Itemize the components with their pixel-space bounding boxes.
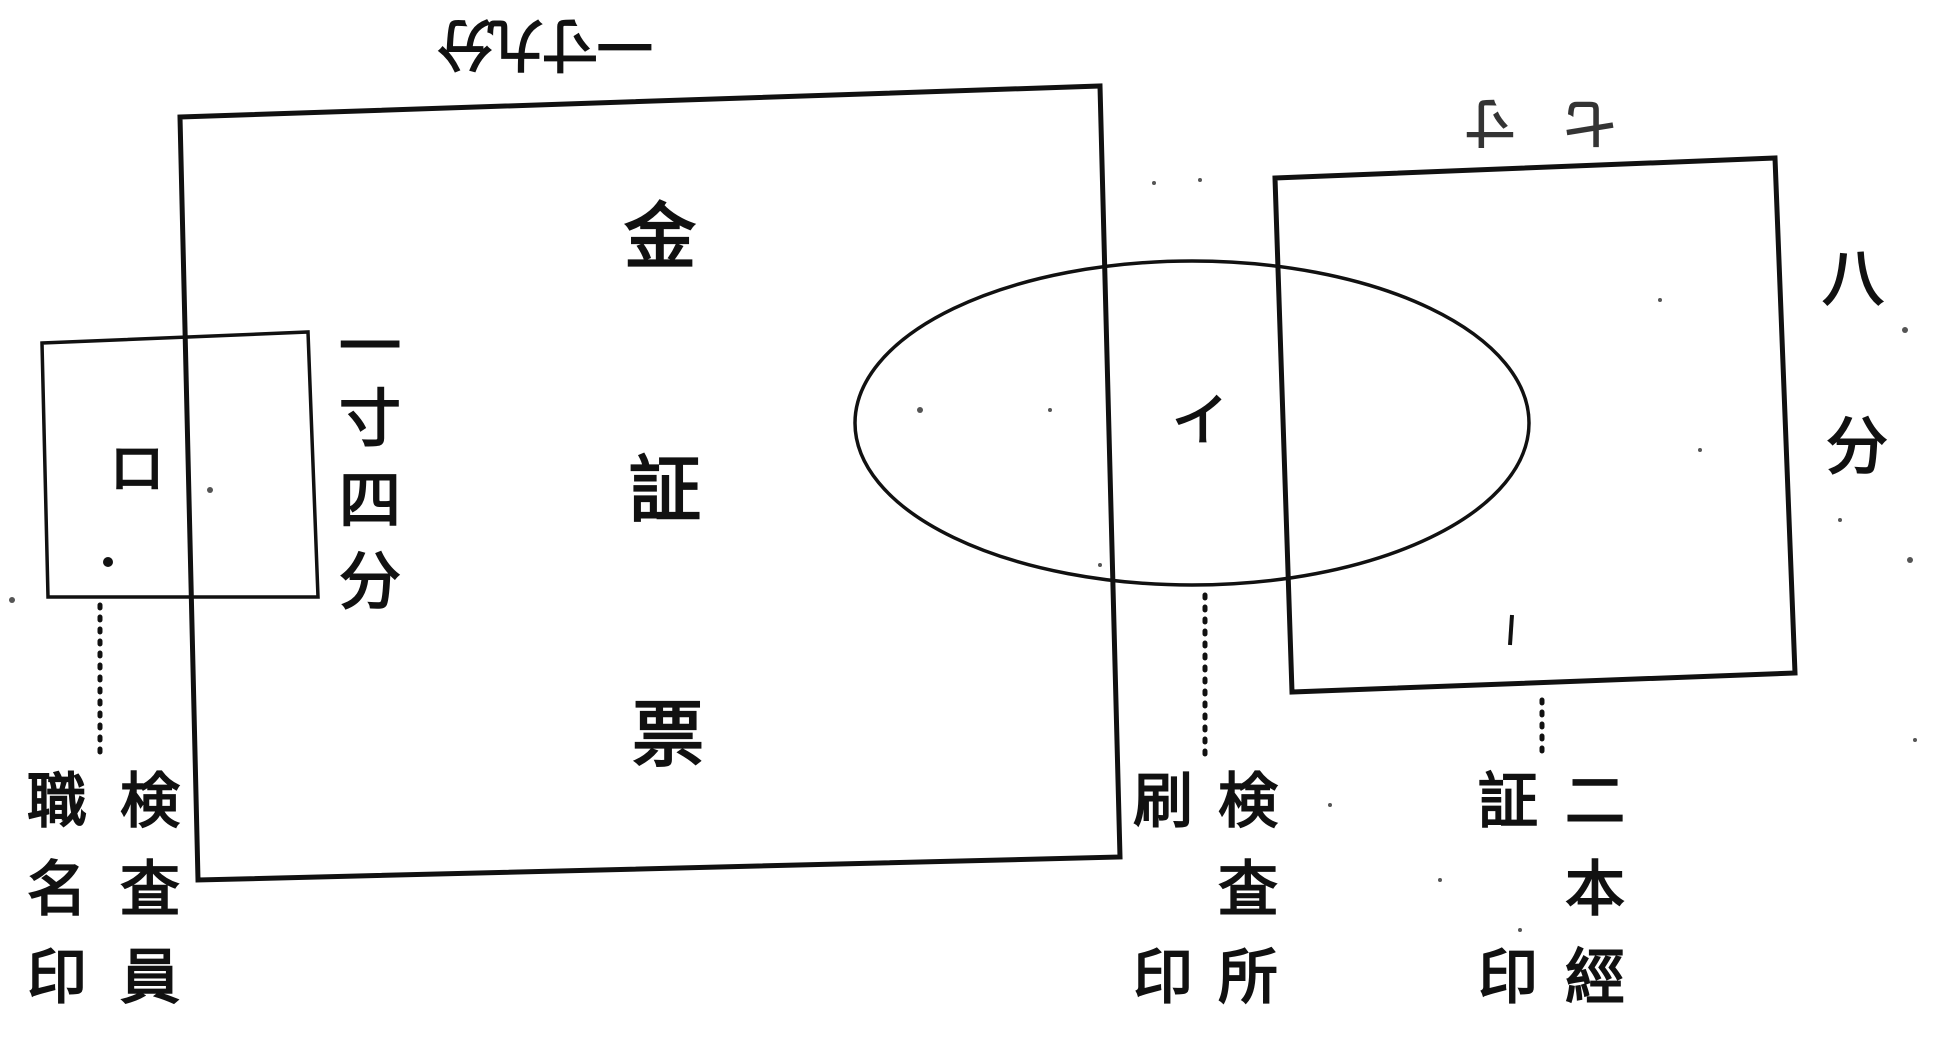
right-box-side-char: 分 (1826, 410, 1888, 483)
top-dimension-label: 一 寸 九 分 (437, 11, 653, 77)
right-box-top-label: 七 寸 (1465, 93, 1615, 152)
caption-office-char: 査 (1218, 855, 1278, 925)
main-slip-char-2: 証 (629, 447, 701, 532)
caption-inspector-char: 名 (27, 855, 87, 925)
caption-inspector-char: 査 (120, 855, 180, 925)
caption-office-char: 所 (1218, 943, 1278, 1013)
left-box-outline (40, 330, 320, 599)
left-box-height-char: 寸 (339, 382, 401, 455)
scan-noise (9, 178, 1917, 932)
caption-inspector-char: 印 (27, 943, 87, 1013)
top-dimension-char: 一 (597, 11, 653, 77)
right-box-top-char: 七 (1565, 93, 1615, 152)
caption-two-copies-char: 証 (1478, 767, 1538, 837)
caption-inspector-char: 検 (120, 767, 181, 837)
left-box-height-label: 一 寸 四 分 (339, 310, 401, 618)
main-slip-outline (177, 83, 1123, 883)
right-box-outline (1272, 155, 1798, 695)
caption-two-copies: 二 本 經 証 印 (1478, 767, 1625, 1013)
caption-office-char: 検 (1218, 767, 1279, 837)
caption-inspector: 検 査 員 職 名 印 (27, 767, 181, 1013)
top-dimension-char: 九 (487, 11, 543, 77)
left-box-height-char: 四 (339, 464, 401, 537)
caption-inspection-office: 検 査 所 刷 印 (1133, 767, 1279, 1013)
top-dimension-char: 寸 (542, 11, 598, 77)
caption-inspector-char: 職 (27, 767, 87, 837)
main-slip-char-3: 票 (632, 692, 704, 777)
caption-two-copies-char: 本 (1565, 855, 1625, 925)
caption-two-copies-char: 二 (1565, 767, 1625, 837)
right-box-side-label: 八 分 (1822, 242, 1888, 483)
oval-mark: イ (1172, 388, 1228, 454)
top-dimension-char: 分 (437, 11, 493, 77)
oval-outline (853, 259, 1531, 587)
caption-office-char: 刷 (1133, 767, 1193, 837)
left-box-height-char: 分 (339, 545, 401, 618)
right-box-side-char: 八 (1822, 242, 1885, 315)
right-box-tick (1508, 614, 1514, 646)
caption-two-copies-char: 印 (1478, 943, 1538, 1013)
left-box-mark: ロ (109, 436, 165, 502)
caption-inspector-char: 員 (120, 943, 180, 1013)
main-slip-char-1: 金 (623, 194, 697, 279)
left-box-height-char: 一 (339, 310, 401, 383)
caption-office-char: 印 (1133, 943, 1193, 1013)
left-box-dot (103, 557, 113, 567)
caption-two-copies-char: 經 (1565, 943, 1625, 1013)
right-box-top-char: 寸 (1465, 93, 1515, 152)
